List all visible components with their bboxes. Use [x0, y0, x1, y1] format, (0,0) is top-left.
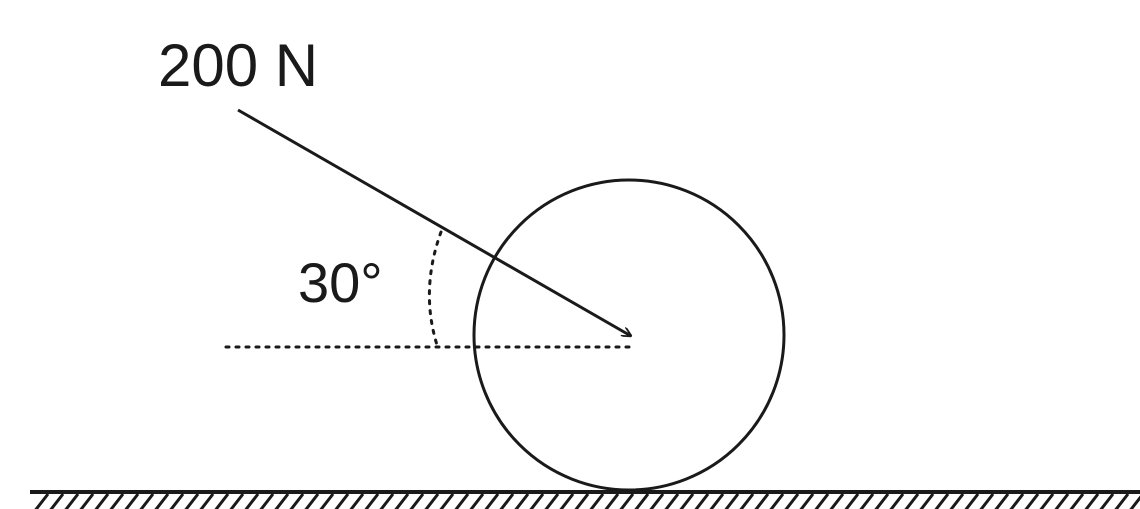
angle-label: 30°	[298, 251, 383, 314]
ground-hatch-stroke	[229, 493, 245, 509]
force-arrow	[237, 108, 631, 336]
ground-hatch-stroke	[664, 493, 680, 509]
ground-hatch-stroke	[499, 493, 515, 509]
ground-hatch-stroke	[469, 493, 485, 509]
ground-hatch-stroke	[1054, 493, 1070, 509]
ground-hatch-stroke	[649, 493, 665, 509]
ground-hatch-stroke	[349, 493, 365, 509]
ground-hatch-stroke	[589, 493, 605, 509]
ground-hatch-stroke	[379, 493, 395, 509]
ground-hatch-stroke	[799, 493, 815, 509]
ground-hatch-stroke	[124, 493, 140, 509]
angle-arc	[427, 230, 443, 347]
ground-hatch-stroke	[409, 493, 425, 509]
ground-hatch-stroke	[184, 493, 200, 509]
ground-hatch-stroke	[694, 493, 710, 509]
ground-hatch-stroke	[169, 493, 185, 509]
ground-hatch-stroke	[49, 493, 65, 509]
ground-hatch-stroke	[244, 493, 260, 509]
ground-hatch-stroke	[544, 493, 560, 509]
ground-hatch-stroke	[139, 493, 155, 509]
ground-hatch-stroke	[364, 493, 380, 509]
ground-hatch-stroke	[319, 493, 335, 509]
ground-hatch-stroke	[679, 493, 695, 509]
force-label: 200 N	[158, 32, 318, 99]
ground-hatch-stroke	[1129, 495, 1140, 509]
ground-hatch-stroke	[1039, 493, 1055, 509]
ground-hatch-stroke	[1069, 493, 1085, 509]
ground-hatch-stroke	[874, 493, 890, 509]
ground-hatch-stroke	[334, 493, 350, 509]
ground-hatch-stroke	[1024, 493, 1040, 509]
ground-hatch-stroke	[214, 493, 230, 509]
ground-hatch-stroke	[829, 493, 845, 509]
ground-hatch-stroke	[934, 493, 950, 509]
ground-hatch-stroke	[724, 493, 740, 509]
ground-hatch-stroke	[814, 493, 830, 509]
ground-hatch-stroke	[94, 493, 110, 509]
ground-hatch-stroke	[754, 493, 770, 509]
ground-hatch-stroke	[484, 493, 500, 509]
ground-hatch-stroke	[514, 493, 530, 509]
ground-hatch-stroke	[619, 493, 635, 509]
ground-hatch-stroke	[79, 493, 95, 509]
ground-hatch-stroke	[889, 493, 905, 509]
ground-hatch-stroke	[529, 493, 545, 509]
ground-hatch-stroke	[994, 493, 1010, 509]
ground-hatch-stroke	[784, 493, 800, 509]
ground-hatch-stroke	[64, 493, 80, 509]
ground-hatch-stroke	[949, 493, 965, 509]
ground-hatch-stroke	[424, 493, 440, 509]
ground-hatch-stroke	[259, 493, 275, 509]
ground-hatch-stroke	[274, 493, 290, 509]
ground-hatch-stroke	[709, 493, 725, 509]
ground-hatch-stroke	[1084, 493, 1100, 509]
ground-hatch-stroke	[859, 493, 875, 509]
ground-hatch-stroke	[604, 493, 620, 509]
ground-hatch-stroke	[199, 493, 215, 509]
ground-hatch-stroke	[394, 493, 410, 509]
ground-hatch-stroke	[289, 493, 305, 509]
ground-hatch-stroke	[919, 493, 935, 509]
ground-hatch-stroke	[34, 493, 50, 509]
ground-hatch-stroke	[109, 493, 125, 509]
ground-hatch-stroke	[1009, 493, 1025, 509]
ground-hatch-stroke	[739, 493, 755, 509]
ground-hatch-stroke	[154, 493, 170, 509]
ground-hatch-stroke	[904, 493, 920, 509]
ground-hatching	[34, 493, 1140, 509]
ground-hatch-stroke	[304, 493, 320, 509]
ground-hatch-stroke	[1114, 493, 1130, 509]
ground-hatch-stroke	[964, 493, 980, 509]
ground-hatch-stroke	[439, 493, 455, 509]
ground-hatch-stroke	[634, 493, 650, 509]
ground-hatch-stroke	[769, 493, 785, 509]
ground-hatch-stroke	[454, 493, 470, 509]
ground-hatch-stroke	[979, 493, 995, 509]
ground-hatch-stroke	[844, 493, 860, 509]
ground-hatch-stroke	[574, 493, 590, 509]
ground-hatch-stroke	[559, 493, 575, 509]
ground-hatch-stroke	[1099, 493, 1115, 509]
